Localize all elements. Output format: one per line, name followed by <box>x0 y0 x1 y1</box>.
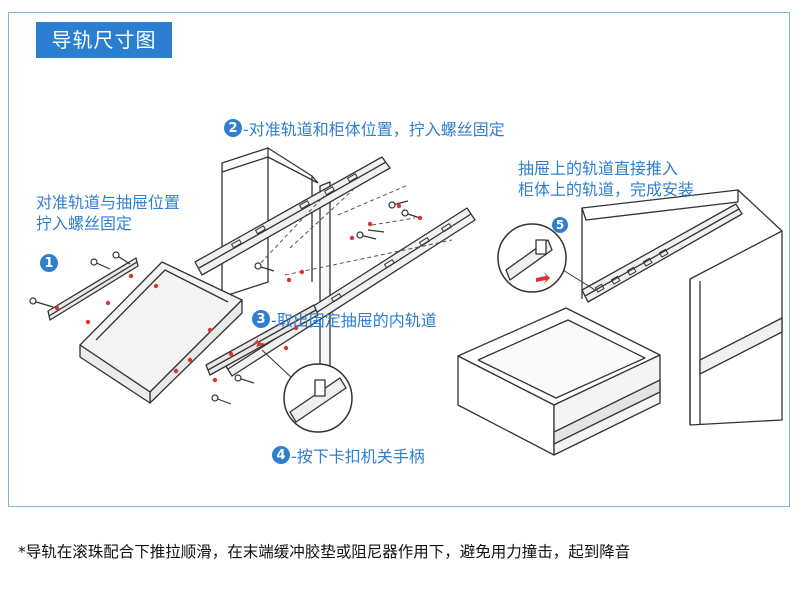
footnote: *导轨在滚珠配合下推拉顺滑，在末端缓冲胶垫或阻尼器作用下，避免用力撞击，起到降音 <box>18 543 631 561</box>
step-4-label: 4 -按下卡扣机关手柄 <box>272 443 425 467</box>
zoom-detail-right <box>497 223 596 293</box>
step-1-number: 1 <box>40 254 58 272</box>
step-2-label: 2 -对准轨道和柜体位置，拧入螺丝固定 <box>224 116 505 140</box>
diagram-frame <box>8 12 790 507</box>
step-1-badge: 1 <box>40 254 59 272</box>
step-5-number: 5 <box>552 217 568 233</box>
red-markers <box>54 203 550 383</box>
step-5-label: 抽屉上的轨道直接推入 柜体上的轨道，完成安装 <box>518 158 694 200</box>
drawer-left <box>79 261 243 404</box>
step-4-number: 4 <box>272 446 290 464</box>
step-3-text: -取出固定抽屉的内轨道 <box>271 311 437 330</box>
cabinet-rail-back <box>194 156 391 276</box>
screws <box>29 200 421 405</box>
step-2-number: 2 <box>224 119 242 137</box>
title-badge: 导轨尺寸图 <box>36 22 172 58</box>
step-4-text: -按下卡扣机关手柄 <box>291 447 425 466</box>
step-1-label: 对准轨道与抽屉位置 拧入螺丝固定 <box>36 192 180 234</box>
step-3-label: 3 -取出固定抽屉的内轨道 <box>252 307 437 331</box>
drawer-rail-right <box>205 304 319 376</box>
drawer-right <box>457 307 661 456</box>
zoom-detail-left <box>261 349 353 433</box>
step-5-line1: 抽屉上的轨道直接推入 <box>518 159 679 178</box>
step-1-line1: 对准轨道与抽屉位置 <box>36 193 181 212</box>
step-5-line2: 柜体上的轨道，完成安装 <box>518 180 695 199</box>
step-2-text: -对准轨道和柜体位置，拧入螺丝固定 <box>243 120 505 139</box>
drawer-rail-left <box>47 257 139 321</box>
step-3-number: 3 <box>252 310 270 328</box>
cabinet-left <box>221 147 331 381</box>
step-1-line2: 拧入螺丝固定 <box>36 214 133 233</box>
step-5-badge: 5 <box>552 217 569 233</box>
cabinet-right <box>581 189 783 426</box>
